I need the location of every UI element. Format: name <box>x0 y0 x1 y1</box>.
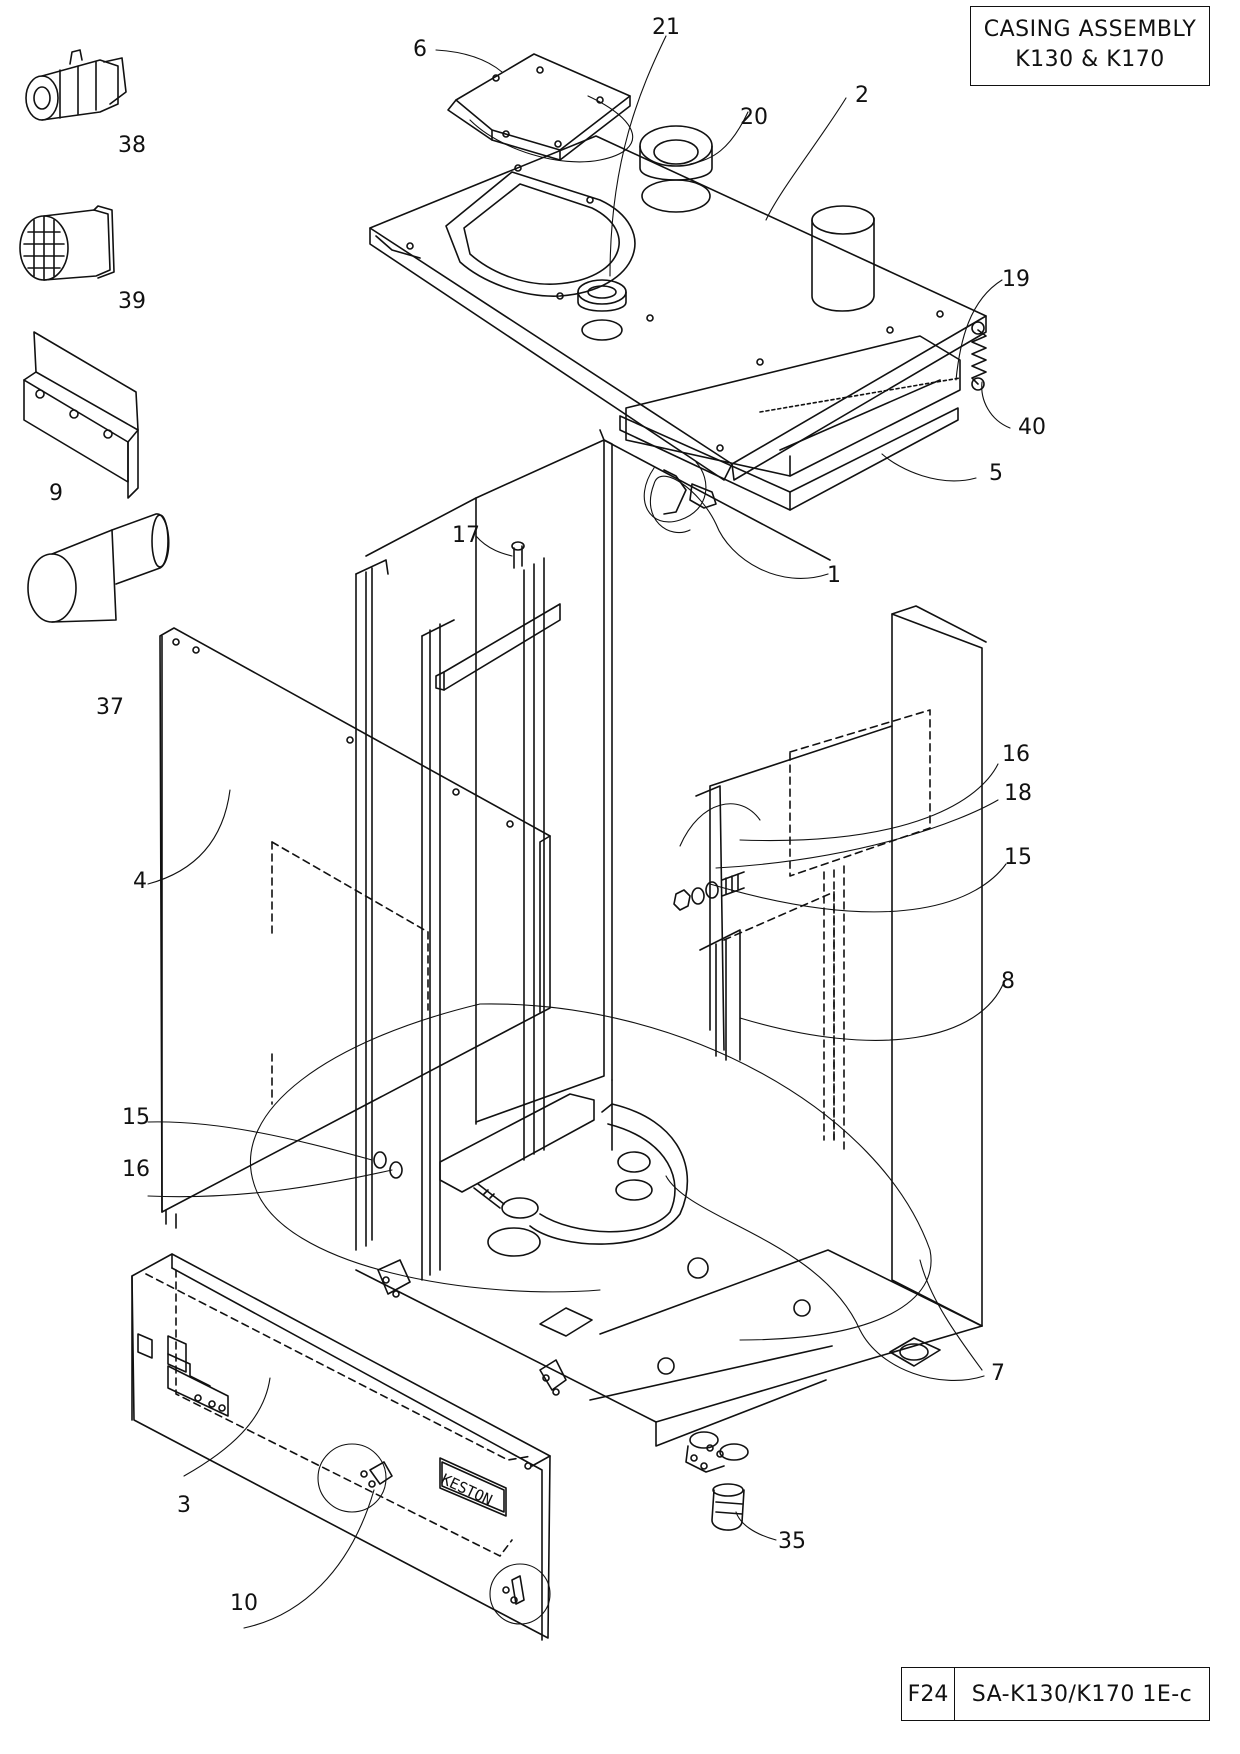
callout-4: 4 <box>133 869 147 894</box>
part-2-top-panel <box>369 135 987 511</box>
fixings <box>373 469 745 1209</box>
reference-block: F24 SA-K130/K170 1E-c <box>901 1667 1210 1721</box>
callout-21: 21 <box>652 15 680 40</box>
part-37-cap <box>27 513 170 623</box>
part-20-collar <box>639 125 713 213</box>
callout-2: 2 <box>855 83 869 108</box>
callout-38: 38 <box>118 133 146 158</box>
callout-3: 3 <box>177 1493 191 1518</box>
callout-1: 1 <box>827 563 841 588</box>
callout-17: 17 <box>452 523 480 548</box>
callout-6: 6 <box>413 37 427 62</box>
callout-37: 37 <box>96 695 124 720</box>
callout-18: 18 <box>1004 781 1032 806</box>
callout-9: 9 <box>49 481 63 506</box>
part-38-valve <box>25 49 127 121</box>
callout-40: 40 <box>1018 415 1046 440</box>
callout-7: 7 <box>991 1361 1005 1386</box>
callout-16-right: 16 <box>1002 742 1030 767</box>
cabinet-frame <box>355 429 987 1473</box>
callout-5: 5 <box>989 461 1003 486</box>
figure-number: F24 <box>902 1668 955 1720</box>
title-line-2: K130 & K170 <box>1015 47 1165 72</box>
part-3-front-panel <box>131 1253 551 1641</box>
callout-16-left: 16 <box>122 1157 150 1182</box>
part-35-fitting <box>711 1483 745 1531</box>
callout-10: 10 <box>230 1591 258 1616</box>
callout-19: 19 <box>1002 267 1030 292</box>
part-39-grille <box>19 205 115 281</box>
leader-lines <box>147 35 1011 1629</box>
title-line-1: CASING ASSEMBLY <box>983 17 1197 42</box>
drawing-code: SA-K130/K170 1E-c <box>971 1681 1193 1707</box>
part-6-top-plate <box>447 53 631 161</box>
callout-8: 8 <box>1001 969 1015 994</box>
part-21-grommet <box>577 279 627 341</box>
part-4-side-panel <box>159 627 551 1229</box>
callout-20: 20 <box>740 105 768 130</box>
title-block: CASING ASSEMBLY K130 & K170 <box>970 6 1210 86</box>
callout-15-right: 15 <box>1004 845 1032 870</box>
callout-15-left: 15 <box>122 1105 150 1130</box>
part-40-spring <box>971 321 987 391</box>
callout-39: 39 <box>118 289 146 314</box>
callout-35: 35 <box>778 1529 806 1554</box>
part-9-bracket <box>23 331 139 499</box>
